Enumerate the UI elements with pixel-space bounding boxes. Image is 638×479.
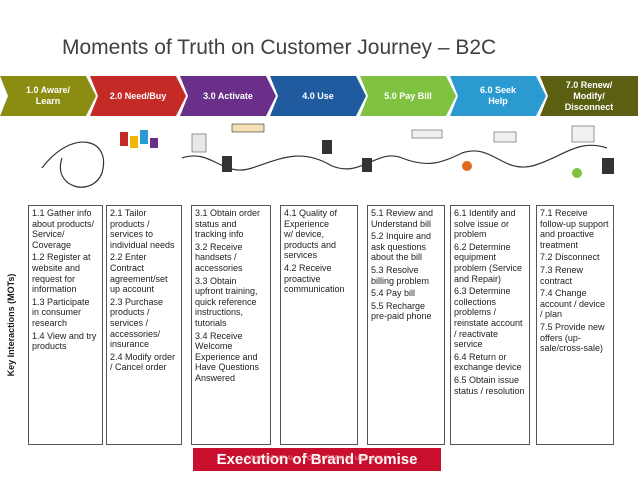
stage-label: 5.0 Pay Bill (384, 90, 432, 101)
confidential-overlay: CONFIDENTIAL – FOR INTERNAL USE ONLY (245, 456, 389, 462)
bill-icon (411, 129, 443, 139)
list-item: 6.1 Identify and solve issue or problem (454, 208, 516, 240)
stage-seek-help: 6.0 Seek Help (450, 76, 546, 116)
column-need-buy: 2.1 Tailor products / services to indivi… (106, 205, 182, 445)
handset-icon (222, 156, 232, 172)
list-item: 5.4 Pay bill (371, 288, 416, 299)
stage-fill (360, 76, 456, 116)
stage-label: 2.0 Need/Buy (109, 90, 167, 101)
stage-label: 7.0 Renew/ Modify/ Disconnect (564, 79, 614, 112)
list-item: 7.2 Disconnect (540, 252, 600, 263)
list-item: 5.1 Review and Understand bill (371, 208, 434, 229)
list-item: 3.2 Receive handsets / accessories (195, 241, 243, 273)
column-aware-learn: 1.1 Gather info about products/ Service/… (28, 205, 103, 445)
chevron-shape (360, 76, 456, 116)
chevron-shape (90, 76, 186, 116)
column-renew-modify-disconnect: 7.1 Receive follow-up support and proact… (536, 205, 614, 445)
stage-fill (270, 76, 366, 116)
renew-device-icon (602, 158, 614, 174)
column-seek-help: 6.1 Identify and solve issue or problem … (450, 205, 530, 445)
stage-fill (90, 76, 186, 116)
list-item: 4.2 Receive proactive communication (284, 262, 345, 295)
list-item: 1.3 Participate in consumer research (32, 296, 90, 328)
list-item: 5.3 Resolve billing problem (371, 264, 430, 286)
list-item: 3.3 Obtain upfront training, quick refer… (195, 275, 258, 328)
stage-pay-bill: 5.0 Pay Bill (360, 76, 456, 116)
brand-promise-text: Execution of Brand Promise (216, 451, 418, 468)
smartphone-icon (362, 158, 372, 172)
stage-fill (540, 76, 638, 116)
product-icons (120, 130, 158, 148)
support-icon (493, 131, 517, 143)
list-item: 1.1 Gather info about products/ Service/… (32, 208, 95, 250)
column-use: 4.1 Quality of Experience w/ device, pro… (280, 205, 358, 445)
list-item: 6.3 Determine collections problems / rei… (454, 286, 523, 350)
list-item: 2.1 Tailor products / services to indivi… (110, 208, 175, 250)
list-item: 5.5 Recharge pre-paid phone (371, 300, 432, 322)
chevron-shape (180, 76, 276, 116)
page-title: Moments of Truth on Customer Journey – B… (62, 36, 497, 59)
list-item: 7.5 Provide new offers (up-sale/cross-sa… (540, 321, 605, 354)
stage-fill (0, 76, 96, 116)
phone-icon (120, 132, 128, 146)
list-item: 1.2 Register at website and request for … (32, 252, 91, 295)
list-item: 2.3 Purchase products / services / acces… (110, 296, 164, 350)
row-label: Key Interactions (MOTs) (6, 273, 16, 377)
stage-label: 4.0 Use (302, 90, 334, 101)
box-icon (130, 136, 138, 148)
offer-icon (572, 168, 582, 178)
list-item: 7.3 Renew contract (540, 264, 584, 286)
chevron-shape (540, 76, 638, 116)
monitor-icon (571, 125, 595, 143)
stage-fill (180, 76, 276, 116)
list-item: 2.4 Modify order / Cancel order (110, 351, 176, 373)
column-activate: 3.1 Obtain order status and tracking inf… (191, 205, 271, 445)
stage-label: 6.0 Seek Help (479, 85, 517, 106)
welcome-mat-icon (231, 123, 265, 133)
help-icon (462, 161, 472, 171)
journey-illustration (41, 123, 614, 188)
list-item: 5.2 Inquire and ask questions about the … (371, 231, 432, 263)
list-item: 2.2 Enter Contract agreement/set up acco… (110, 252, 168, 295)
list-item: 3.4 Receive Welcome Experience and Have … (195, 330, 260, 383)
stage-use: 4.0 Use (270, 76, 366, 116)
chevron-shape (0, 76, 96, 116)
list-item: 3.1 Obtain order status and tracking inf… (195, 208, 261, 240)
device-icon (322, 140, 332, 154)
store-icon (191, 133, 207, 153)
card-icon (150, 138, 158, 148)
stage-label: 1.0 Aware/ Learn (25, 85, 71, 106)
chevron-shape (270, 76, 366, 116)
list-item: 7.4 Change account / device / plan (540, 288, 606, 320)
stage-activate: 3.0 Activate (180, 76, 276, 116)
list-item: 6.5 Obtain issue status / resolution (454, 374, 525, 396)
list-item: 4.1 Quality of Experience w/ device, pro… (284, 208, 338, 261)
journey-flow-lines (41, 141, 608, 188)
list-item: 7.1 Receive follow-up support and proact… (540, 208, 609, 250)
brand-promise-banner: Execution of Brand Promise CONFIDENTIAL … (193, 448, 441, 471)
column-pay-bill: 5.1 Review and Understand bill 5.2 Inqui… (367, 205, 445, 445)
stage-renew-modify-disconnect: 7.0 Renew/ Modify/ Disconnect (540, 76, 638, 116)
stage-need-buy: 2.0 Need/Buy (90, 76, 186, 116)
list-item: 6.2 Determine equipment problem (Service… (454, 241, 523, 284)
list-item: 1.4 View and try products (32, 330, 97, 352)
list-item: 6.4 Return or exchange device (454, 351, 522, 373)
stage-label: 3.0 Activate (203, 90, 253, 101)
journey-stage-bar: 1.0 Aware/ Learn 2.0 Need/Buy 3.0 Activa… (0, 76, 638, 116)
row-label-container: Key Interactions (MOTs) (2, 205, 20, 445)
tablet-icon (140, 130, 148, 144)
stage-aware-learn: 1.0 Aware/ Learn (0, 76, 96, 116)
stage-fill (450, 76, 546, 116)
chevron-shape (450, 76, 546, 116)
